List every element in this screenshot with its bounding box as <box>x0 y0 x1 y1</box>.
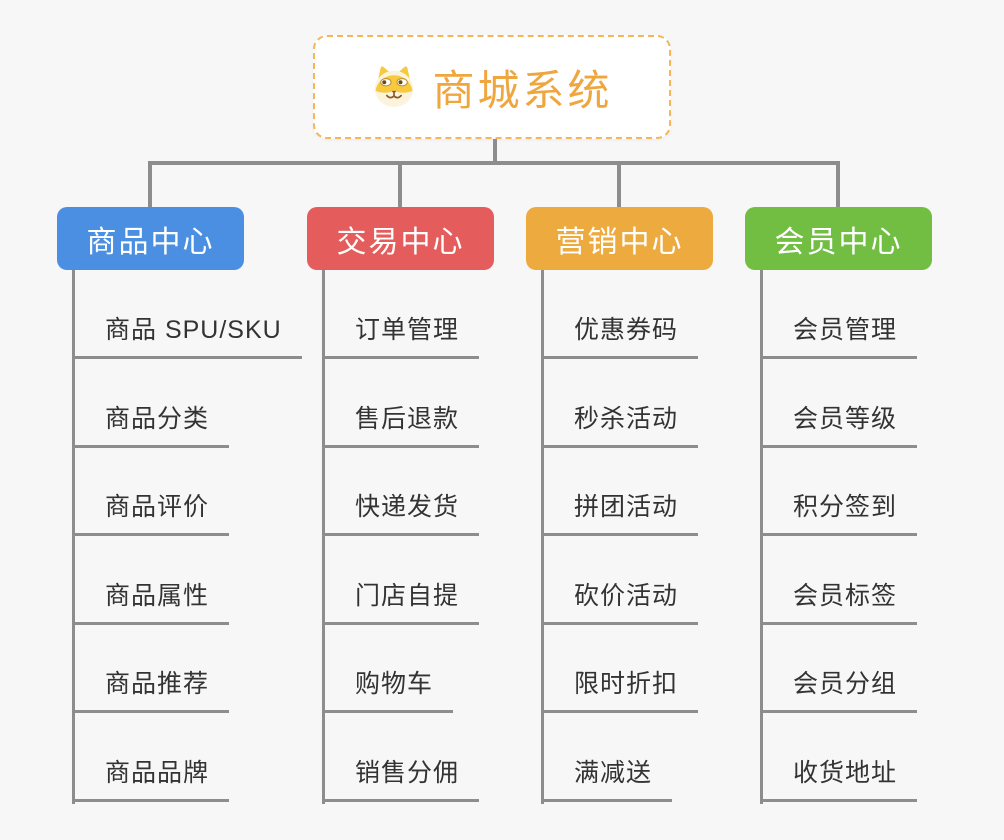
leaf-node[interactable]: 积分签到 <box>760 487 918 536</box>
branch-spine <box>541 270 544 804</box>
leaf-node[interactable]: 会员管理 <box>760 310 918 359</box>
branch-header-trade-center[interactable]: 交易中心 <box>307 207 494 270</box>
leaf-node[interactable]: 会员等级 <box>760 399 918 448</box>
leaf-node[interactable]: 商品分类 <box>72 399 230 448</box>
leaf-node[interactable]: 订单管理 <box>322 310 480 359</box>
branch-spine <box>72 270 75 804</box>
leaf-node[interactable]: 商品属性 <box>72 576 230 625</box>
leaf-node[interactable]: 砍价活动 <box>541 576 699 625</box>
leaf-node[interactable]: 收货地址 <box>760 753 918 802</box>
leaf-node[interactable]: 门店自提 <box>322 576 480 625</box>
branch-spine <box>322 270 325 804</box>
leaf-node[interactable]: 商品评价 <box>72 487 230 536</box>
leaf-node[interactable]: 秒杀活动 <box>541 399 699 448</box>
branch-spine <box>760 270 763 804</box>
leaf-node[interactable]: 售后退款 <box>322 399 480 448</box>
leaf-node[interactable]: 会员标签 <box>760 576 918 625</box>
dog-face-icon <box>375 66 414 108</box>
leaf-node[interactable]: 优惠券码 <box>541 310 699 359</box>
leaf-node[interactable]: 拼团活动 <box>541 487 699 536</box>
leaf-node[interactable]: 快递发货 <box>322 487 480 536</box>
branch-header-marketing-center[interactable]: 营销中心 <box>526 207 713 270</box>
branch-header-member-center[interactable]: 会员中心 <box>745 207 932 270</box>
root-title: 商城系统 <box>432 66 613 114</box>
root-node-mall-system[interactable]: 商城系统 <box>313 35 671 139</box>
branch-header-product-center[interactable]: 商品中心 <box>57 207 244 270</box>
leaf-node[interactable]: 销售分佣 <box>322 753 480 802</box>
connector-drop-branch-products <box>148 161 152 207</box>
leaf-node[interactable]: 会员分组 <box>760 664 918 713</box>
leaf-node[interactable]: 购物车 <box>322 664 454 713</box>
leaf-node[interactable]: 商品 SPU/SKU <box>72 310 302 359</box>
leaf-node[interactable]: 满减送 <box>541 753 673 802</box>
connector-root-stub <box>493 139 497 165</box>
leaf-node[interactable]: 商品推荐 <box>72 664 230 713</box>
leaf-node[interactable]: 商品品牌 <box>72 753 230 802</box>
leaf-node[interactable]: 限时折扣 <box>541 664 699 713</box>
connector-drop-branch-members <box>836 161 840 207</box>
connector-drop-branch-trade <box>398 161 402 207</box>
connector-drop-branch-marketing <box>617 161 621 207</box>
connector-horizontal-bar <box>148 161 840 165</box>
